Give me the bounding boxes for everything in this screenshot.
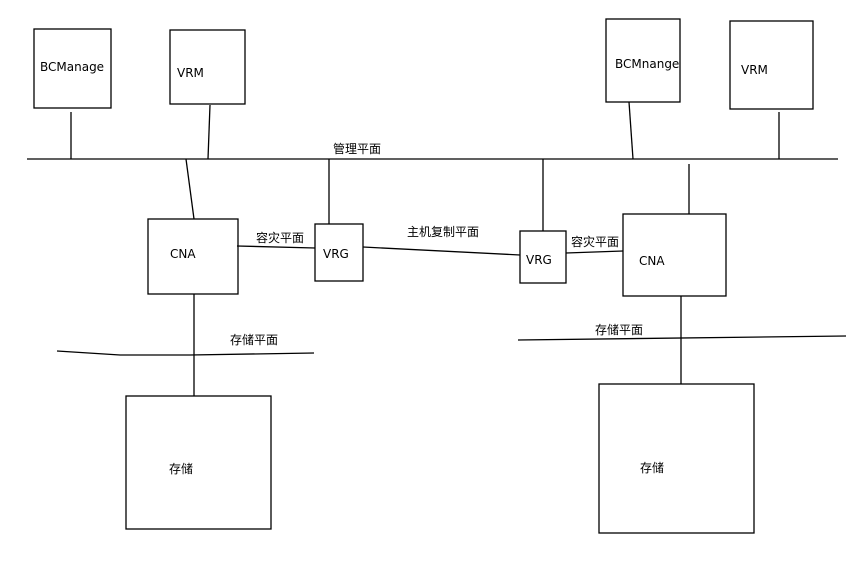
cna-left-box (147, 218, 239, 295)
vrm-right-box (729, 20, 814, 110)
storage-right-box (598, 383, 755, 534)
storage-plane-right-label: 存储平面 (595, 322, 643, 337)
bcmnange-right-label: BCMnange (615, 57, 679, 71)
storage-plane-left-label: 存储平面 (230, 332, 278, 347)
bcmnange-right-link (628, 101, 634, 160)
vrg-left-label: VRG (323, 247, 349, 261)
vrm-left-label: VRM (177, 66, 204, 80)
storage-left-box (125, 395, 272, 530)
vrg-left-box (314, 223, 364, 282)
cna-right-label: CNA (639, 254, 665, 268)
disaster-plane-right-label: 容灾平面 (571, 234, 619, 249)
vrg-right-label: VRG (526, 253, 552, 267)
vrg-right-box (519, 230, 567, 284)
storage-plane-left-line (56, 350, 315, 356)
storage-right-label: 存储 (640, 460, 664, 475)
storage-left-label: 存储 (169, 461, 193, 476)
cna-left-label: CNA (170, 247, 196, 261)
cna-left-mgmt-link (185, 158, 195, 220)
host-replication-plane-label: 主机复制平面 (407, 225, 479, 239)
management-plane-label: 管理平面 (333, 141, 381, 156)
disaster-plane-right-line (565, 250, 624, 254)
cna-right-box (622, 213, 727, 297)
bcmanage-left-label: BCManage (40, 60, 104, 74)
bcmanage-left-box (33, 28, 112, 109)
storage-plane-right-line (517, 335, 847, 341)
disaster-plane-left-line (236, 245, 316, 249)
disaster-plane-left-label: 容灾平面 (256, 230, 304, 245)
vrm-left-box (169, 29, 246, 105)
bcmnange-right-box (605, 18, 681, 103)
vrm-left-link (207, 104, 211, 160)
host-replication-plane-line (362, 246, 521, 256)
vrm-right-label: VRM (741, 63, 768, 77)
